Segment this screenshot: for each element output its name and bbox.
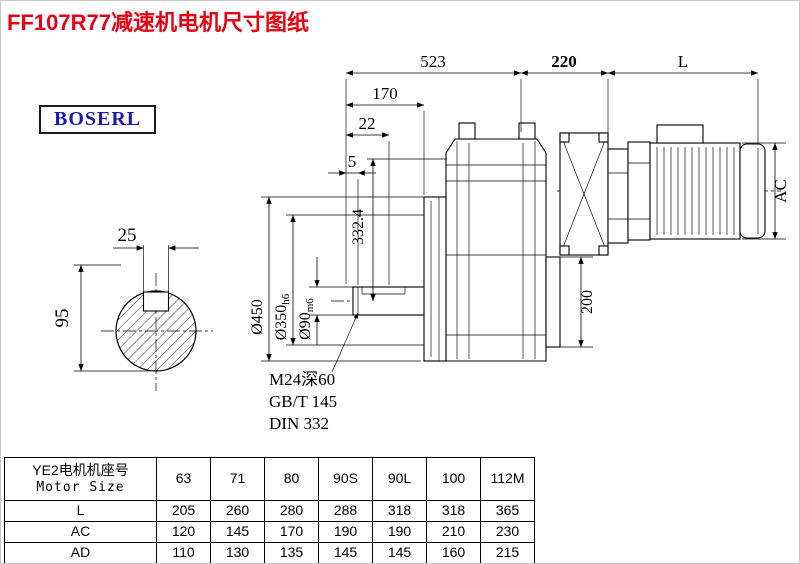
col-header: 90S (318, 457, 373, 501)
table-row-AD: AD 110 130 135 145 145 160 215 (4, 542, 535, 563)
housing-step (545, 256, 561, 348)
notes: M24深60 GB/T 145 DIN 332 (269, 312, 359, 433)
housing-top-lug-left (458, 122, 476, 140)
dim-523-label: 523 (420, 52, 446, 71)
col-header: 90L (372, 457, 427, 501)
table-cell: 120 (156, 521, 211, 543)
table-cell: 210 (426, 521, 481, 543)
dim-L-label: L (678, 52, 688, 71)
table-cell: 110 (156, 542, 211, 563)
dim-5-label: 5 (348, 152, 357, 171)
table-cell: 260 (210, 500, 265, 522)
table-cell: 288 (318, 500, 373, 522)
row-header-en: Motor Size (36, 479, 125, 495)
dim-332-label: 332.4 (350, 209, 367, 245)
table-cell: 318 (372, 500, 427, 522)
motor-size-table: YE2电机机座号 Motor Size 63 71 80 90S 90L 100… (4, 457, 535, 563)
table-cell: 145 (210, 521, 265, 543)
terminal-box (656, 124, 704, 144)
row-header-cn: YE2电机机座号 (32, 462, 129, 479)
dim-170-label: 170 (372, 84, 398, 103)
table-cell: 160 (426, 542, 481, 563)
table-cell: 145 (318, 542, 373, 563)
table-cell: 318 (426, 500, 481, 522)
dim-dia350-label: Ø350h6 (273, 293, 292, 340)
table-header-row: YE2电机机座号 Motor Size 63 71 80 90S 90L 100… (4, 457, 535, 501)
page-title: FF107R77减速机电机尺寸图纸 (7, 10, 309, 35)
table-cell: 130 (210, 542, 265, 563)
table-corner-cell: YE2电机机座号 Motor Size (4, 457, 157, 501)
output-flange (423, 196, 447, 362)
dim-dia90-label: Ø90m6 (297, 298, 316, 340)
motor-end-shield (627, 141, 651, 241)
col-header: 71 (210, 457, 265, 501)
row-label: AC (4, 521, 157, 543)
dim-AC-label: AC (771, 179, 790, 203)
table-cell: 230 (480, 521, 535, 543)
table-cell: 365 (480, 500, 535, 522)
table-row-L: L 205 260 280 288 318 318 365 (4, 500, 535, 522)
shaft-end-view: 25 95 (52, 225, 213, 391)
table-cell: 170 (264, 521, 319, 543)
motor-cooling-fins (656, 147, 735, 235)
row-label: AD (4, 542, 157, 563)
table-cell: 205 (156, 500, 211, 522)
shaft-section-circle (115, 290, 197, 372)
keyway (142, 291, 170, 312)
fan-cowl (739, 143, 766, 239)
table-cell: 280 (264, 500, 319, 522)
dim-key-width-label: 25 (118, 225, 137, 246)
col-header: 100 (426, 457, 481, 501)
dim-200-label: 200 (579, 290, 596, 314)
output-shaft (352, 286, 425, 316)
table-cell: 135 (264, 542, 319, 563)
table-row-AC: AC 120 145 170 190 190 210 230 (4, 521, 535, 543)
table-cell: 215 (480, 542, 535, 563)
motor-flange (607, 148, 629, 244)
dimensions: 523 220 L 170 22 5 Ø450 Ø350h6 (249, 52, 790, 362)
dim-dia450-label: Ø450 (249, 299, 266, 335)
dim-shaft-height-label: 95 (52, 309, 73, 328)
row-label: L (4, 500, 157, 522)
reducer-side-view (331, 122, 781, 362)
table-cell: 145 (372, 542, 427, 563)
col-header: 63 (156, 457, 211, 501)
col-header: 112M (480, 457, 535, 501)
note-standard-din: DIN 332 (269, 414, 329, 433)
motor-body (649, 142, 741, 240)
table-cell: 190 (318, 521, 373, 543)
note-standard-gb: GB/T 145 (269, 392, 337, 411)
gear-housing-outline (445, 138, 547, 362)
table-cell: 190 (372, 521, 427, 543)
col-header: 80 (264, 457, 319, 501)
dim-220-label: 220 (551, 52, 577, 71)
note-tapped-hole: M24深60 (269, 370, 335, 389)
dim-22-label: 22 (359, 114, 376, 133)
housing-top-lug-right (518, 122, 536, 140)
brand-logo: BOSERL (39, 105, 157, 134)
